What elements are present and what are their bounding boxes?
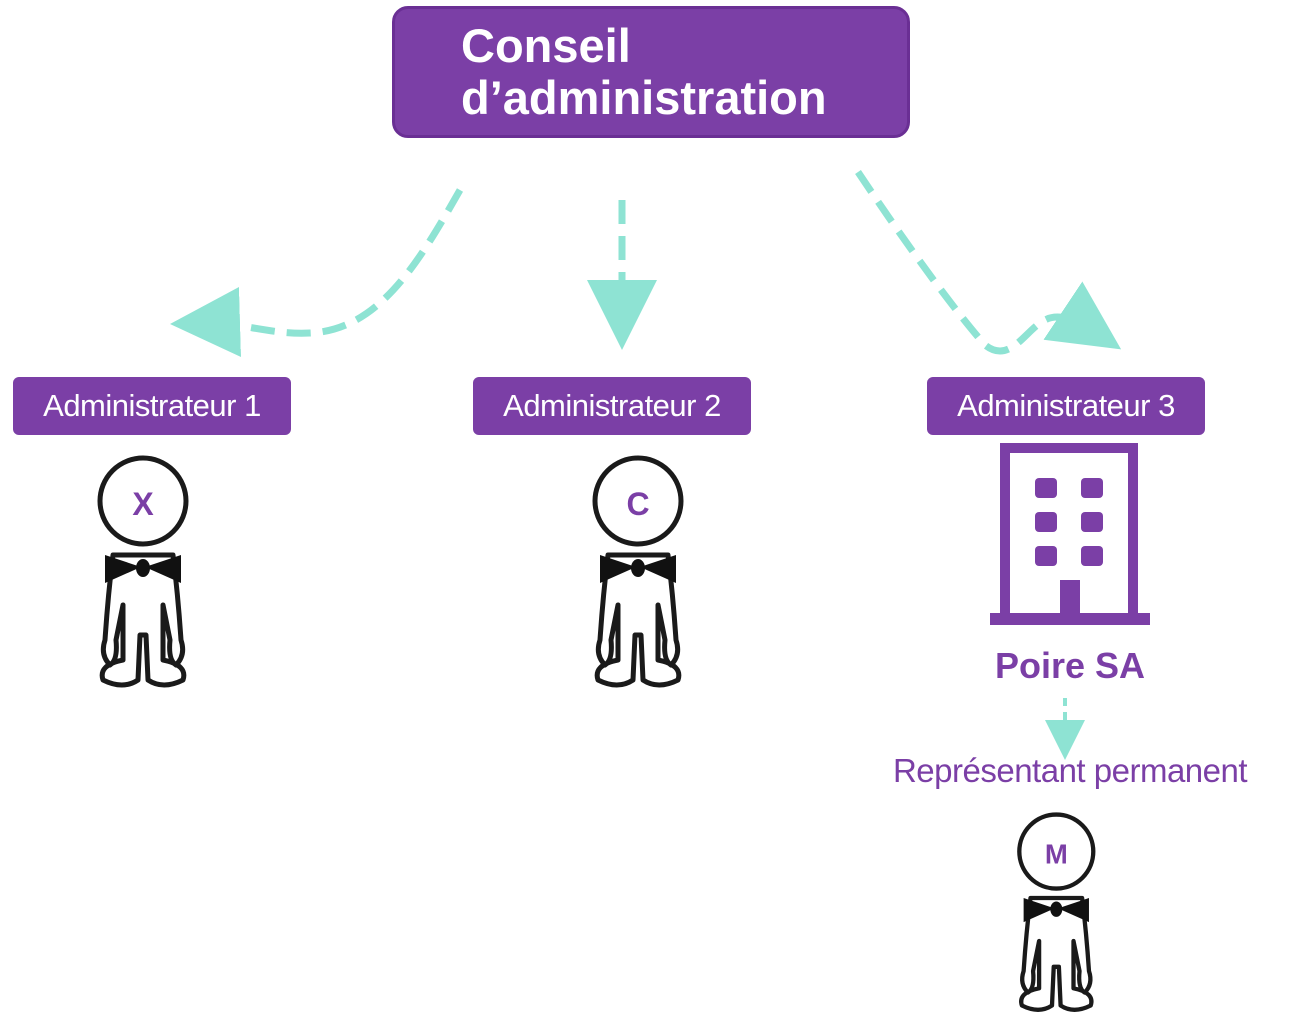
board-title: Conseil d’administration [461, 19, 827, 124]
person-m-initial: M [1045, 839, 1068, 870]
person-x-initial: X [132, 486, 154, 522]
person-c-initial: C [626, 486, 649, 522]
company-name: Poire SA [994, 645, 1146, 686]
representative-label: Représentant permanent [892, 752, 1248, 789]
board-box: Conseil d’administration [392, 6, 910, 138]
building-icon [990, 443, 1150, 625]
admin-3-label: Administrateur 3 [927, 377, 1205, 435]
person-icon: M [1017, 812, 1096, 1012]
admin-1-label: Administrateur 1 [13, 377, 291, 435]
arrow-to-admin-3 [855, 170, 1122, 355]
person-icon: X [97, 455, 189, 688]
admin-2-label: Administrateur 2 [473, 377, 751, 435]
arrow-to-admin-1 [170, 188, 464, 358]
person-icon: C [592, 455, 684, 688]
